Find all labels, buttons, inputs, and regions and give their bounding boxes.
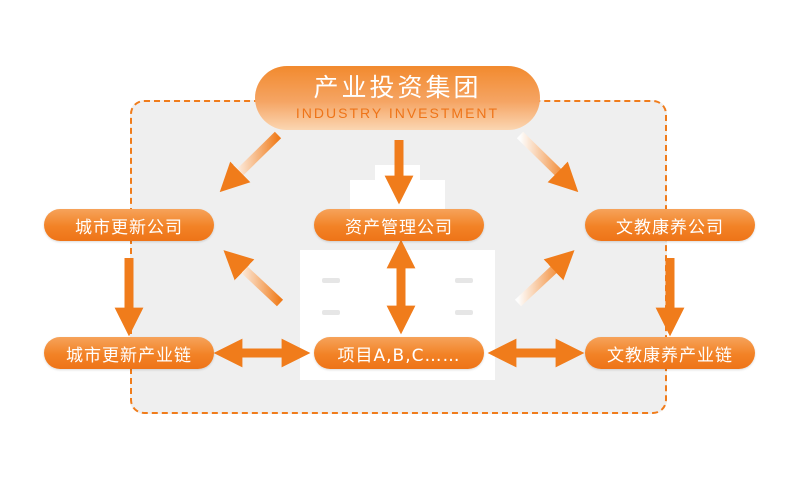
arrow-projects-to-urban [223,250,284,307]
culture-health-company: 文教康养公司 [585,209,755,241]
group-title-cn: 产业投资集团 [313,73,482,102]
arrow-top-to-urban [219,131,282,193]
urban-renewal-company: 城市更新公司 [44,209,214,241]
arrow-top-to-culture [516,131,579,193]
asset-management-company: 资产管理公司 [314,209,484,241]
arrow-projects-to-culture [514,250,575,307]
culture-health-chain: 文教康养产业链 [585,337,755,369]
group-title-en: INDUSTRY INVESTMENT [295,105,500,121]
projects-node: 项目A,B,C…… [314,337,484,369]
urban-renewal-chain: 城市更新产业链 [44,337,214,369]
industry-investment-group: 产业投资集团 INDUSTRY INVESTMENT [255,66,540,130]
